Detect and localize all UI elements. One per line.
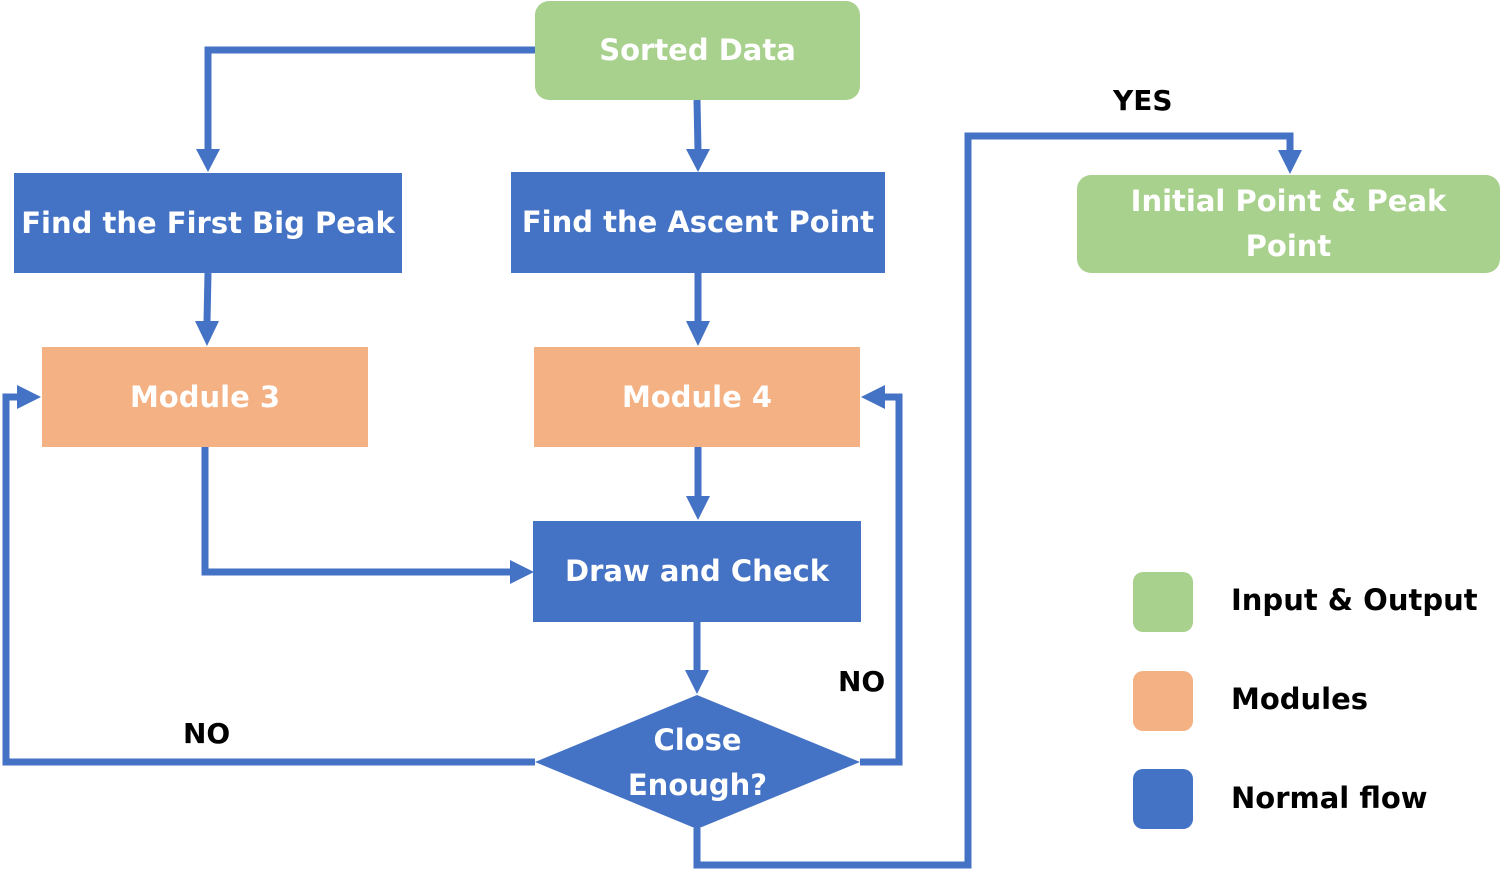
find-first-big-peak-label: Find the First Big Peak: [21, 205, 395, 240]
module-4-label: Module 4: [621, 379, 773, 414]
find-first-big-peak-node: Find the First Big Peak: [14, 173, 402, 273]
edge-sorted-to-peak: [204, 46, 535, 150]
module-4-node: Module 4: [534, 347, 860, 447]
draw-and-check-node: Draw and Check: [533, 521, 861, 622]
module-3-node: Module 3: [42, 347, 368, 447]
decision-diamond: [535, 695, 860, 829]
close-enough-line1: Close: [653, 722, 742, 757]
arrowhead-no-left: [17, 385, 41, 409]
arrowhead-draw-left: [510, 560, 534, 584]
edge-sorted-to-ascent: [693, 99, 702, 151]
output-node: Initial Point & Peak Point: [1077, 175, 1500, 273]
no-right-label: NO: [838, 665, 886, 698]
edge-yes-to-output: [693, 132, 1294, 869]
edge-module3-to-draw: [201, 447, 512, 576]
close-enough-line2: Enough?: [627, 767, 768, 802]
edge-no-right-loop: [860, 393, 903, 766]
legend-label-modules: Modules: [1231, 682, 1369, 716]
edge-peak-to-module3: [203, 272, 212, 323]
arrowhead-module3: [195, 321, 219, 346]
yes-label: YES: [1113, 84, 1173, 117]
sorted-data-node: Sorted Data: [535, 1, 860, 100]
legend-swatch-modules: [1133, 671, 1193, 731]
arrowhead-draw-top: [686, 496, 710, 520]
legend-swatch-input-output: [1133, 572, 1193, 632]
draw-and-check-label: Draw and Check: [565, 554, 829, 588]
legend-label-input-output: Input & Output: [1231, 583, 1478, 617]
sorted-data-label: Sorted Data: [599, 33, 796, 67]
arrowhead-decision: [685, 670, 709, 694]
find-ascent-point-node: Find the Ascent Point: [511, 172, 885, 273]
no-left-label: NO: [183, 717, 231, 750]
edge-no-left-loop: [2, 393, 535, 766]
close-enough-decision-text: Close Enough?: [535, 695, 860, 830]
arrowhead-module4: [686, 321, 710, 346]
module-3-label: Module 3: [129, 379, 281, 414]
legend-label-normal-flow: Normal flow: [1231, 781, 1428, 815]
output-line1: Initial Point & Peak: [1130, 184, 1447, 218]
arrowhead-peak: [196, 149, 220, 172]
find-ascent-point-label: Find the Ascent Point: [521, 205, 875, 239]
arrowhead-no-right: [861, 385, 885, 409]
arrowhead-ascent: [686, 149, 710, 172]
arrowhead-yes: [1278, 150, 1302, 174]
output-line2: Point: [1245, 229, 1332, 263]
legend-swatch-normal-flow: [1133, 769, 1193, 829]
